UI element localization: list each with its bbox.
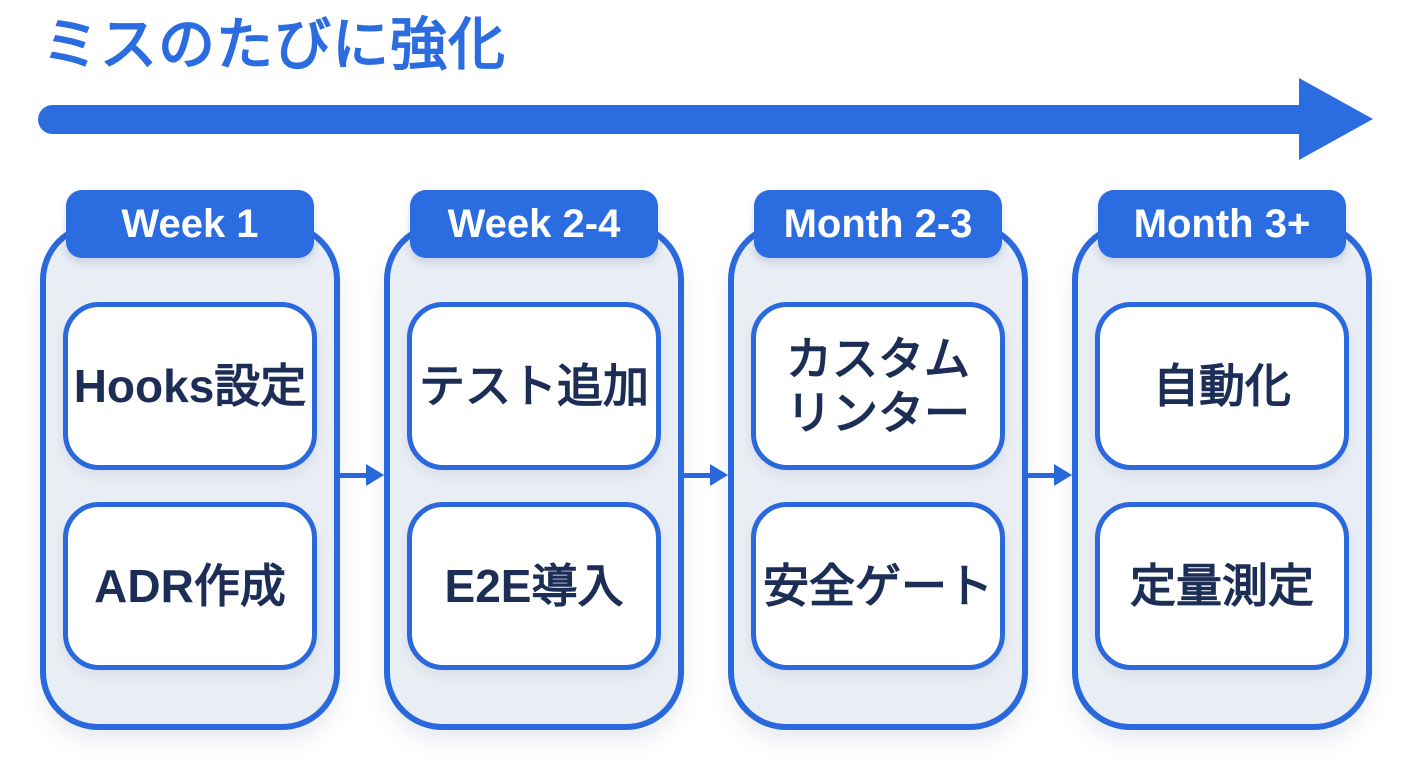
phase-badge: Week 2-4 <box>410 189 658 258</box>
connector-line <box>680 472 716 478</box>
task-card: E2E導入 <box>407 501 661 670</box>
phase-badge: Week 1 <box>66 189 314 258</box>
task-card: 定量測定 <box>1095 501 1349 670</box>
connector-line <box>336 472 372 478</box>
task-card: Hooks設定 <box>63 301 317 470</box>
task-card: テスト追加 <box>407 301 661 470</box>
phase-card-week-2-4: Week 2-4 テスト追加 E2E導入 <box>384 189 684 730</box>
phase-badge: Month 3+ <box>1098 189 1346 258</box>
page-title: ミスのたびに強化 <box>42 13 506 77</box>
connector-arrowhead-icon <box>366 463 384 486</box>
timeline-arrow-head-icon <box>1299 77 1373 160</box>
timeline-arrow-shaft <box>38 104 1309 134</box>
connector-arrowhead-icon <box>710 463 728 486</box>
task-card: 自動化 <box>1095 301 1349 470</box>
task-card: ADR作成 <box>63 501 317 670</box>
connector-arrow <box>1024 222 1072 730</box>
phase-badge: Month 2-3 <box>754 189 1002 258</box>
phase-card-week-1: Week 1 Hooks設定 ADR作成 <box>40 189 340 730</box>
task-card: 安全ゲート <box>751 501 1005 670</box>
connector-line <box>1024 472 1060 478</box>
connector-arrow <box>336 222 384 730</box>
timeline-arrow <box>38 77 1373 160</box>
timeline-row: Week 1 Hooks設定 ADR作成 Week 2-4 テスト追加 E2E導… <box>40 189 1372 730</box>
connector-arrow <box>680 222 728 730</box>
task-card: カスタム リンター <box>751 301 1005 470</box>
phase-card-month-2-3: Month 2-3 カスタム リンター 安全ゲート <box>728 189 1028 730</box>
connector-arrowhead-icon <box>1054 463 1072 486</box>
phase-card-month-3-plus: Month 3+ 自動化 定量測定 <box>1072 189 1372 730</box>
